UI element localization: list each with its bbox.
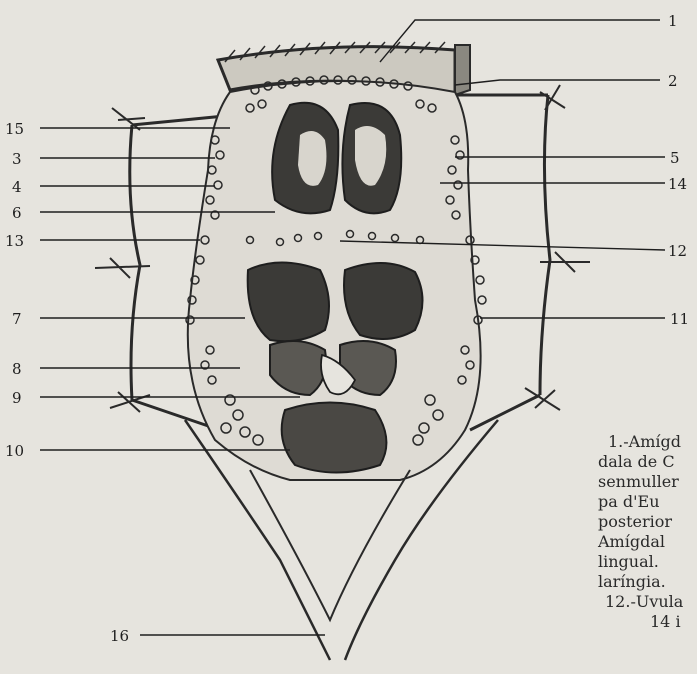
label-8: 8 bbox=[12, 360, 22, 378]
label-9: 9 bbox=[12, 389, 22, 407]
label-10: 10 bbox=[5, 442, 24, 460]
label-1: 1 bbox=[668, 12, 678, 30]
label-13: 13 bbox=[5, 232, 24, 250]
label-6: 6 bbox=[12, 204, 22, 222]
caption-line-4: pa d'Eu bbox=[598, 492, 660, 511]
label-14: 14 bbox=[668, 175, 687, 193]
caption-line-6: Amígdal bbox=[597, 532, 665, 551]
caption-line-3: senmuller bbox=[598, 472, 679, 491]
label-4: 4 bbox=[12, 178, 22, 196]
label-15: 15 bbox=[5, 120, 24, 138]
label-7: 7 bbox=[12, 310, 22, 328]
label-11: 11 bbox=[670, 310, 689, 328]
label-5: 5 bbox=[670, 149, 680, 167]
label-12: 12 bbox=[668, 242, 687, 260]
label-2: 2 bbox=[668, 72, 678, 90]
label-16: 16 bbox=[110, 627, 129, 645]
caption-line-10: 14 i bbox=[650, 612, 681, 631]
caption-line-1: 1.-Amígd bbox=[608, 432, 681, 451]
caption-line-2: dala de C bbox=[598, 452, 675, 471]
caption-line-7: lingual. bbox=[598, 552, 659, 571]
caption-line-5: posterior bbox=[598, 512, 672, 531]
caption-line-9: 12.-Uvula bbox=[605, 592, 684, 611]
label-3: 3 bbox=[12, 150, 22, 168]
caption-line-8: laríngia. bbox=[598, 572, 666, 591]
